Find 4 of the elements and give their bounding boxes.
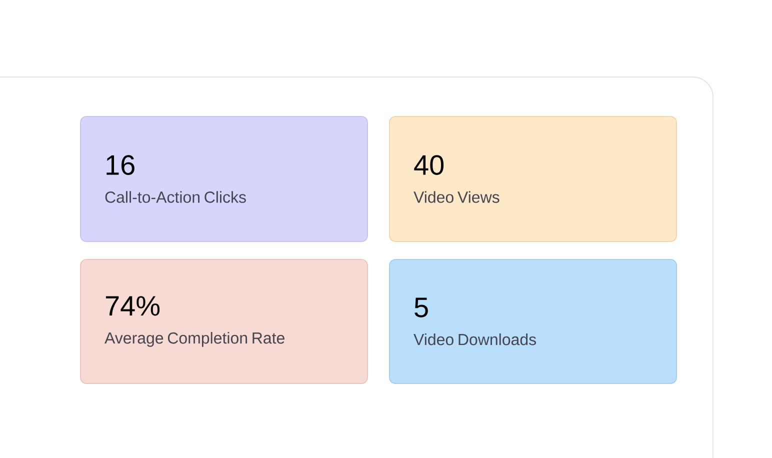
stat-card: 74% Average Completion Rate xyxy=(80,259,368,384)
stat-card: 16 Call-to-Action Clicks xyxy=(80,116,368,242)
stat-card: 5 Video Downloads xyxy=(389,259,677,384)
stat-card: 40 Video Views xyxy=(389,116,677,242)
